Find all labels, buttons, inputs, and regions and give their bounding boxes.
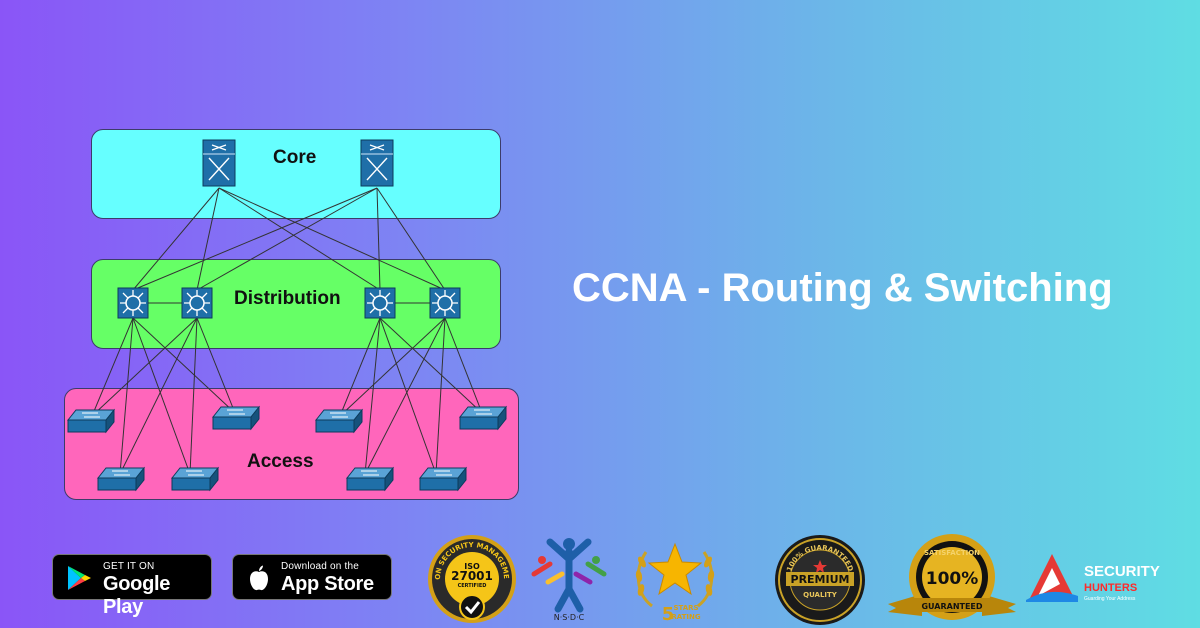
five-stars-badge: 5 STARS RATING [635,542,715,625]
access-switch-7 [345,466,395,492]
satisfaction-main-text: 100% [926,569,979,589]
distribution-switch-4 [429,287,461,319]
page-title: CCNA - Routing & Switching [572,266,1113,310]
app-store-small-text: Download on the [281,561,360,572]
core-switch-1 [202,139,236,187]
google-play-small-text: GET IT ON [103,561,155,572]
iso-text: ISO [464,562,480,571]
access-label: Access [247,451,314,472]
iso-certified: CERTIFIED [458,583,487,589]
satisfaction-bottom-text: GUARANTEED [921,602,982,611]
core-layer: Core [91,129,501,219]
access-switch-6 [458,405,508,431]
core-label: Core [273,147,317,168]
iso-27001-badge: INFORMATION SECURITY MANAGEMENT SYSTEM I… [426,533,516,623]
iso-number: 27001 [451,569,493,583]
premium-bottom-text: QUALITY [803,591,838,599]
premium-quality-badge: 100% GUARANTEED PREMIUM QUALITY [775,535,865,625]
apple-icon [250,565,268,591]
premium-main-text: PREMIUM [791,573,850,586]
google-play-button[interactable]: GET IT ON Google Play [52,554,212,618]
access-switch-3 [96,466,146,492]
access-switch-8 [418,466,468,492]
access-switch-5 [314,408,364,434]
brand-name-1: SECURITY [1084,563,1160,580]
access-switch-4 [170,466,220,492]
brand-tagline: Guarding Your Address [1084,596,1136,602]
access-switch-2 [211,405,261,431]
google-play-big-text: Google Play [103,573,171,618]
star-icon [813,560,827,573]
network-links [66,139,508,492]
security-hunters-logo: SECURITY HUNTERS Guarding Your Address [1026,554,1160,602]
nsdc-text: N·S·D·C [554,613,585,622]
google-play-icon [68,566,91,590]
satisfaction-guaranteed-badge: SATISFACTION 100% GUARANTEED [888,534,1016,620]
satisfaction-top-text: SATISFACTION [924,549,980,557]
distribution-switch-1 [117,287,149,319]
stars-line2: RATING [671,613,701,621]
core-switch-2 [360,139,394,187]
check-icon [464,601,481,615]
app-store-button[interactable]: Download on the App Store [232,554,392,600]
brand-name-2: HUNTERS [1084,582,1137,594]
stars-line1: STARS [673,604,698,612]
access-switch-1 [66,408,116,434]
distribution-label: Distribution [234,288,341,309]
distribution-switch-3 [364,287,396,319]
distribution-switch-2 [181,287,213,319]
app-store-big-text: App Store [281,573,374,595]
star-icon [647,542,703,596]
stars-count: 5 [662,604,675,625]
nsdc-logo: N·S·D·C [531,538,607,622]
